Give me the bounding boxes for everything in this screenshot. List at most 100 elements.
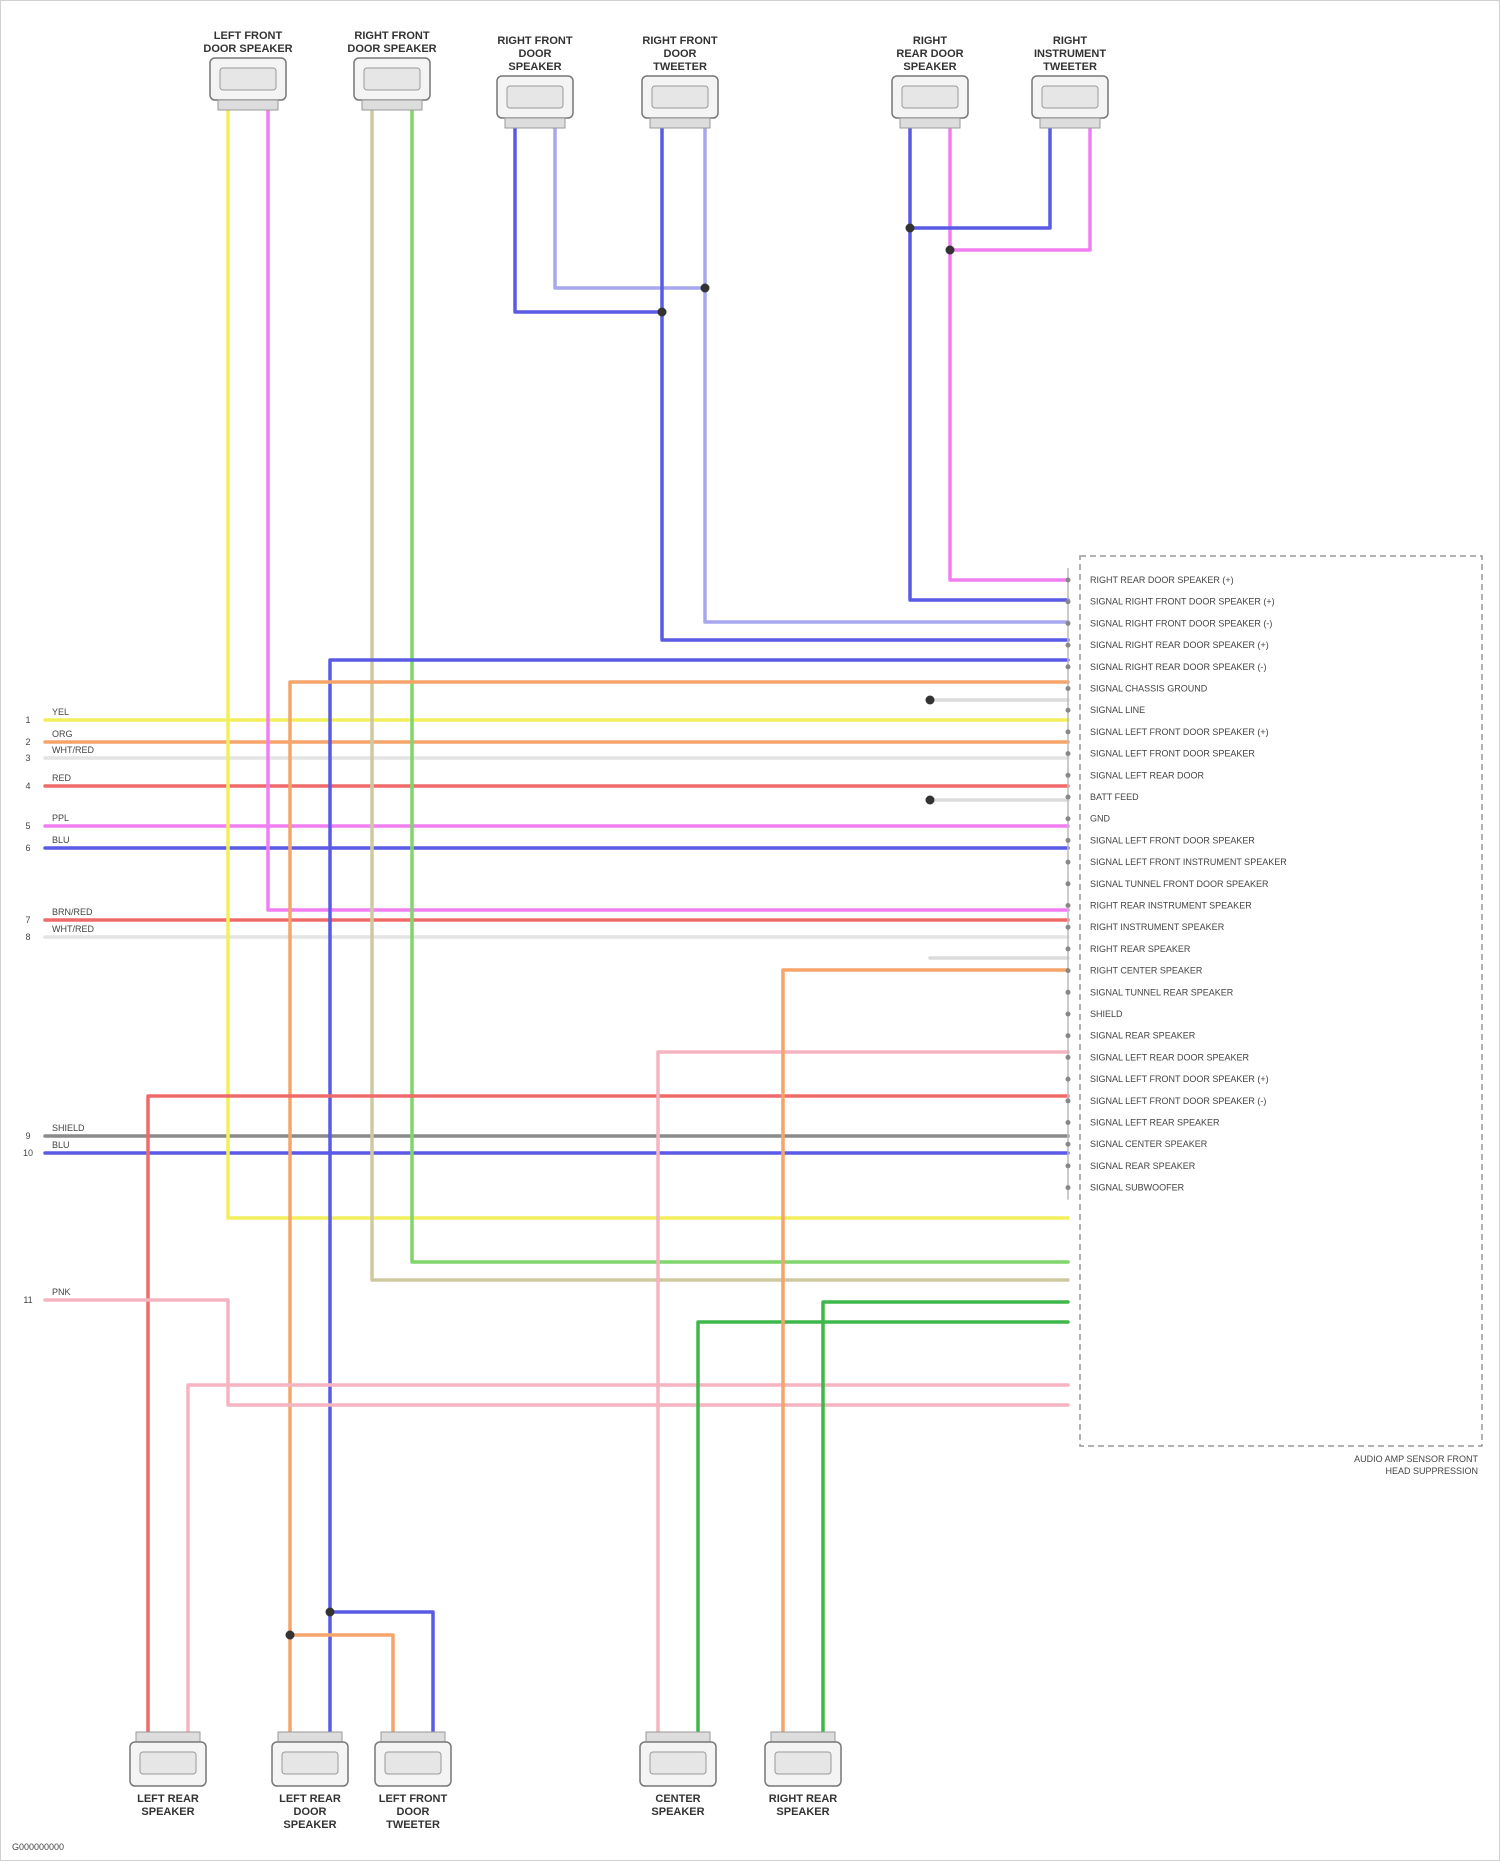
top-component-label: INSTRUMENT <box>1034 48 1106 60</box>
left-terminal-color: WHT/RED <box>52 745 94 755</box>
module-pin-label: SIGNAL REAR SPEAKER <box>1090 1031 1196 1041</box>
module-pin-label: SIGNAL SUBWOOFER <box>1090 1183 1185 1193</box>
module-pin-label: SIGNAL CENTER SPEAKER <box>1090 1139 1208 1149</box>
bottom-component-label: CENTER <box>655 1793 700 1805</box>
module-pin-marker <box>1066 860 1071 865</box>
top-component-label: TWEETER <box>653 61 707 73</box>
left-terminal-color: YEL <box>52 707 69 717</box>
module-pin-marker <box>1066 903 1071 908</box>
top-component-label: RIGHT FRONT <box>354 30 429 42</box>
module-pin-marker <box>1066 729 1071 734</box>
module-pin-label: RIGHT REAR SPEAKER <box>1090 944 1191 954</box>
bottom-component-label: RIGHT REAR <box>769 1793 838 1805</box>
left-terminal-color: ORG <box>52 729 73 739</box>
module-pin-label: SIGNAL RIGHT FRONT DOOR SPEAKER (-) <box>1090 618 1272 628</box>
module-pin-label: SIGNAL LEFT FRONT DOOR SPEAKER (+) <box>1090 727 1269 737</box>
top-connector-1 <box>210 58 286 110</box>
top-component-label: DOOR SPEAKER <box>203 43 292 55</box>
module-pin-marker <box>1066 578 1071 583</box>
module-pin-marker <box>1066 1012 1071 1017</box>
connector-pins <box>650 118 710 128</box>
module-pin-label: SIGNAL REAR SPEAKER <box>1090 1161 1196 1171</box>
left-terminal-number: 9 <box>25 1131 30 1141</box>
splice-rr-b <box>946 246 955 255</box>
left-terminal-number: 3 <box>25 753 30 763</box>
splice-lb-b <box>326 1608 335 1617</box>
module-pin-label: SIGNAL LEFT FRONT DOOR SPEAKER (-) <box>1090 1096 1266 1106</box>
module-pin-label: SIGNAL RIGHT REAR DOOR SPEAKER (+) <box>1090 640 1269 650</box>
left-terminal-number: 10 <box>23 1148 33 1158</box>
module-pin-marker <box>1066 881 1071 886</box>
bottom-connector-5 <box>765 1732 841 1786</box>
left-terminal-number: 7 <box>25 915 30 925</box>
module-pin-marker <box>1066 925 1071 930</box>
module-pin-marker <box>1066 946 1071 951</box>
splice-rr-a <box>906 224 915 233</box>
bottom-connector-4 <box>640 1732 716 1786</box>
connector-socket <box>220 68 276 90</box>
connector-socket <box>385 1752 441 1774</box>
left-terminal-color: BLU <box>52 835 70 845</box>
connector-pins <box>136 1732 200 1742</box>
left-terminal-color: BLU <box>52 1140 70 1150</box>
module-pin-marker <box>1066 968 1071 973</box>
connector-socket <box>140 1752 196 1774</box>
bottom-connector-1 <box>130 1732 206 1786</box>
connector-socket <box>652 86 708 108</box>
module-pin-marker <box>1066 621 1071 626</box>
connector-pins <box>505 118 565 128</box>
module-pin-marker <box>1066 1142 1071 1147</box>
module-pin-label: RIGHT CENTER SPEAKER <box>1090 966 1203 976</box>
module-pin-marker <box>1066 816 1071 821</box>
top-connector-5 <box>892 76 968 128</box>
connector-pins <box>1040 118 1100 128</box>
module-pin-label: SIGNAL LEFT FRONT DOOR SPEAKER (+) <box>1090 1074 1269 1084</box>
left-terminal-color: RED <box>52 773 72 783</box>
connector-socket <box>650 1752 706 1774</box>
module-pin-marker <box>1066 664 1071 669</box>
top-component-label: RIGHT <box>1053 35 1088 47</box>
left-terminal-number: 1 <box>25 715 30 725</box>
connector-pins <box>381 1732 445 1742</box>
top-component-label: RIGHT FRONT <box>497 35 572 47</box>
bottom-component-label: SPEAKER <box>651 1806 704 1818</box>
module-pin-marker <box>1066 1055 1071 1060</box>
module-pin-label: GND <box>1090 814 1111 824</box>
bottom-component-label: LEFT FRONT <box>379 1793 448 1805</box>
left-terminal-number: 2 <box>25 737 30 747</box>
bottom-component-label: DOOR <box>397 1806 430 1818</box>
module-pin-label: SIGNAL TUNNEL FRONT DOOR SPEAKER <box>1090 879 1269 889</box>
module-pin-label: SIGNAL LINE <box>1090 705 1145 715</box>
top-connector-2 <box>354 58 430 110</box>
left-terminal-color: PNK <box>52 1287 71 1297</box>
left-terminal-color: SHIELD <box>52 1123 85 1133</box>
left-terminal-color: PPL <box>52 813 69 823</box>
bottom-component-label: LEFT REAR <box>137 1793 199 1805</box>
diagram-id: G000000000 <box>12 1842 64 1852</box>
module-label: AUDIO AMP SENSOR FRONT <box>1354 1454 1478 1464</box>
top-connector-3 <box>497 76 573 128</box>
module-pin-label: BATT FEED <box>1090 792 1139 802</box>
bottom-connector-3 <box>375 1732 451 1786</box>
module-pin-marker <box>1066 708 1071 713</box>
module-pin-marker <box>1066 990 1071 995</box>
module-pin-label: SIGNAL LEFT FRONT DOOR SPEAKER <box>1090 835 1255 845</box>
module-pin-label: SIGNAL LEFT REAR DOOR <box>1090 770 1205 780</box>
bottom-component-label: DOOR <box>294 1806 327 1818</box>
module-pin-marker <box>1066 838 1071 843</box>
bottom-connector-2 <box>272 1732 348 1786</box>
module-pin-marker <box>1066 686 1071 691</box>
top-component-label: DOOR <box>664 48 697 60</box>
left-terminal-number: 6 <box>25 843 30 853</box>
splice-rf-b <box>701 284 710 293</box>
connector-socket <box>364 68 420 90</box>
top-component-label: DOOR <box>519 48 552 60</box>
module-pin-label: SIGNAL LEFT FRONT INSTRUMENT SPEAKER <box>1090 857 1287 867</box>
top-component-label: RIGHT <box>913 35 948 47</box>
module-pin-label: RIGHT REAR INSTRUMENT SPEAKER <box>1090 901 1252 911</box>
module-label: HEAD SUPPRESSION <box>1385 1466 1478 1476</box>
top-connector-4 <box>642 76 718 128</box>
ground-splice-2 <box>926 796 935 805</box>
